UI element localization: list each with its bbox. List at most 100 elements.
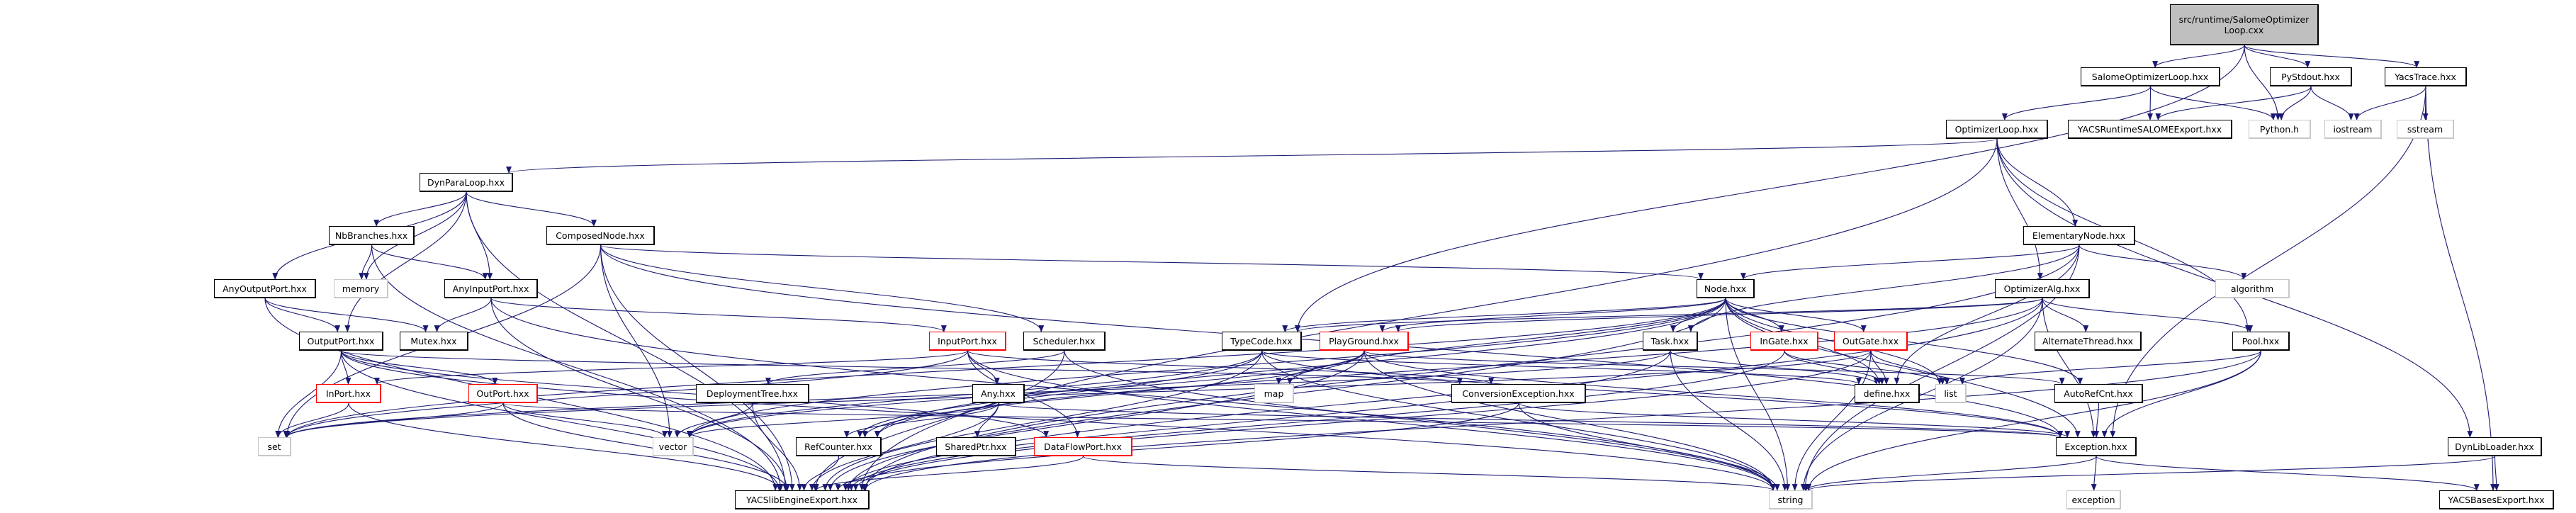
graph-node-outgate-hxx[interactable]: OutGate.hxx <box>1834 332 1908 351</box>
edge-any-hxx-to-refcounter-hxx <box>843 402 999 438</box>
edge-node-hxx-to-typecode-hxx <box>1282 298 1726 332</box>
edge-dynlibloader-hxx-to-yacsbasesexport-hxx <box>2493 456 2499 491</box>
graph-node-optimizerloop-hxx[interactable]: OptimizerLoop.hxx <box>1946 120 2048 139</box>
graph-node-conversionexception-hxx[interactable]: ConversionException.hxx <box>1451 384 1586 403</box>
edge-salomeoptimizerloop-hxx-to-python-h <box>2149 86 2276 120</box>
edge-optimizeralg-hxx-to-exception-hxx <box>2042 298 2097 438</box>
graph-node-yacslibengineexport-hxx[interactable]: YACSlibEngineExport.hxx <box>735 490 870 509</box>
edge-outgate-hxx-to-list <box>1870 350 1950 385</box>
graph-node-pool-hxx[interactable]: Pool.hxx <box>2232 332 2290 351</box>
edge-node-hxx-to-list <box>1725 298 1943 385</box>
node-label: DeploymentTree.hxx <box>706 388 799 399</box>
graph-node-anyinputport-hxx[interactable]: AnyInputPort.hxx <box>444 279 538 298</box>
edge-inputport-hxx-to-string <box>967 350 1776 491</box>
graph-node-any-hxx[interactable]: Any.hxx <box>972 384 1025 403</box>
graph-node-list: list <box>1935 384 1967 403</box>
graph-node-python-h: Python.h <box>2249 120 2311 139</box>
graph-node-yacsbasesexport-hxx[interactable]: YACSBasesExport.hxx <box>2439 490 2554 509</box>
graph-node-define-hxx[interactable]: define.hxx <box>1855 384 1920 403</box>
graph-node-dynlibloader-hxx[interactable]: DynLibLoader.hxx <box>2448 437 2542 456</box>
graph-node-task-hxx[interactable]: Task.hxx <box>1643 332 1698 351</box>
edge-inputport-hxx-to-conversionexception-hxx <box>967 350 1494 385</box>
edge-root-to-python-h <box>2244 45 2281 120</box>
graph-node-exception-hxx[interactable]: Exception.hxx <box>2056 437 2137 456</box>
graph-node-vector: vector <box>653 437 694 456</box>
graph-node-typecode-hxx[interactable]: TypeCode.hxx <box>1222 332 1302 351</box>
edge-optimizerloop-hxx-to-elementarynode-hxx <box>1996 138 2079 227</box>
edge-composednode-hxx-to-vector <box>600 244 673 438</box>
node-label: InGate.hxx <box>1760 335 1809 346</box>
graph-node-inport-hxx[interactable]: InPort.hxx <box>316 384 381 403</box>
edge-node-hxx-to-exception-hxx <box>1725 298 2081 438</box>
graph-node-ingate-hxx[interactable]: InGate.hxx <box>1750 332 1818 351</box>
node-label: InPort.hxx <box>325 388 371 399</box>
graph-node-playground-hxx[interactable]: PlayGround.hxx <box>1320 332 1409 351</box>
edge-salomeoptimizerloop-hxx-to-optimizerloop-hxx <box>2001 86 2152 120</box>
graph-node-nbbranches-hxx[interactable]: NbBranches.hxx <box>329 226 415 245</box>
edge-composednode-hxx-to-scheduler-hxx <box>600 244 1045 332</box>
graph-node-sharedptr-hxx[interactable]: SharedPtr.hxx <box>936 437 1016 456</box>
edge-elementarynode-hxx-to-define-hxx <box>1894 244 2080 385</box>
node-label: YacsTrace.hxx <box>2395 71 2456 82</box>
edge-task-hxx-to-define-hxx <box>1670 350 1879 385</box>
node-label: list <box>1944 388 1957 399</box>
graph-node-sstream: sstream <box>2397 120 2454 139</box>
edge-inport-hxx-to-yacslibengineexport-hxx <box>348 402 782 491</box>
node-label: exception <box>2071 494 2115 505</box>
graph-node-composednode-hxx[interactable]: ComposedNode.hxx <box>546 226 655 245</box>
edge-outgate-hxx-to-yacslibengineexport-hxx <box>853 350 1872 491</box>
node-label: Pool.hxx <box>2242 335 2280 346</box>
node-label: SharedPtr.hxx <box>945 441 1007 452</box>
node-label: Any.hxx <box>981 388 1016 399</box>
graph-node-anyoutputport-hxx[interactable]: AnyOutputPort.hxx <box>214 279 316 298</box>
edge-optimizerloop-hxx-to-dynparaloop-hxx <box>506 138 1998 174</box>
graph-node-node-hxx[interactable]: Node.hxx <box>1697 279 1755 298</box>
edge-dataflowport-hxx-to-yacslibengineexport-hxx <box>814 456 1084 491</box>
graph-node-alternatethread-hxx[interactable]: AlternateThread.hxx <box>2035 332 2142 351</box>
edge-pool-hxx-to-string <box>1806 350 2262 491</box>
graph-node-inputport-hxx[interactable]: InputPort.hxx <box>929 332 1006 351</box>
edge-deploymenttree-hxx-to-yacslibengineexport-hxx <box>752 402 803 491</box>
graph-node-outputport-hxx[interactable]: OutputPort.hxx <box>299 332 383 351</box>
edge-inputport-hxx-to-any-hxx <box>967 350 1000 385</box>
node-label: Exception.hxx <box>2064 441 2127 452</box>
node-label: InputPort.hxx <box>938 335 997 346</box>
node-label: YACSlibEngineExport.hxx <box>746 494 857 505</box>
graph-node-autorefcnt-hxx[interactable]: AutoRefCnt.hxx <box>2054 384 2143 403</box>
node-label: NbBranches.hxx <box>334 230 408 241</box>
graph-node-yacsruntimesalomeexport-hxx[interactable]: YACSRuntimeSALOMEExport.hxx <box>2068 120 2232 139</box>
edge-dynlibloader-hxx-to-string <box>1806 456 2496 491</box>
edge-inputport-hxx-to-set <box>284 350 969 438</box>
graph-node-deploymenttree-hxx[interactable]: DeploymentTree.hxx <box>696 384 809 403</box>
edge-optimizerloop-hxx-to-yacslibengineexport-hxx <box>859 138 1998 491</box>
edge-pystdout-hxx-to-python-h <box>2278 86 2312 120</box>
edge-dynparaloop-hxx-to-memory <box>363 191 467 280</box>
graph-node-mutex-hxx[interactable]: Mutex.hxx <box>400 332 468 351</box>
edge-outputport-hxx-to-outport-hxx <box>340 350 498 385</box>
graph-node-dynparaloop-hxx[interactable]: DynParaLoop.hxx <box>420 173 513 192</box>
graph-node-salomeoptimizerloop-hxx[interactable]: SalomeOptimizerLoop.hxx <box>2081 67 2220 86</box>
graph-node-outport-hxx[interactable]: OutPort.hxx <box>468 384 538 403</box>
edge-outgate-hxx-to-set <box>284 350 1872 438</box>
graph-node-refcounter-hxx[interactable]: RefCounter.hxx <box>796 437 882 456</box>
edge-elementarynode-hxx-to-algorithm <box>2079 244 2247 280</box>
graph-node-scheduler-hxx[interactable]: Scheduler.hxx <box>1023 332 1106 351</box>
node-label: DynLibLoader.hxx <box>2455 441 2534 452</box>
graph-node-optimizeralg-hxx[interactable]: OptimizerAlg.hxx <box>1995 279 2090 298</box>
edge-anyoutputport-hxx-to-mutex-hxx <box>264 298 429 332</box>
edge-dynparaloop-hxx-to-outputport-hxx <box>344 191 467 332</box>
graph-node-elementarynode-hxx[interactable]: ElementaryNode.hxx <box>2023 226 2135 245</box>
edge-ingate-hxx-to-list <box>1784 350 1946 385</box>
graph-node-dataflowport-hxx[interactable]: DataFlowPort.hxx <box>1034 437 1132 456</box>
edge-scheduler-hxx-to-string <box>1064 350 1776 491</box>
graph-node-algorithm: algorithm <box>2215 279 2290 298</box>
edge-node-hxx-to-set <box>284 298 1726 438</box>
node-label: set <box>267 441 281 452</box>
node-label: Task.hxx <box>1650 335 1689 346</box>
graph-node-pystdout-hxx[interactable]: PyStdout.hxx <box>2270 67 2352 86</box>
edge-playground-hxx-to-autorefcnt-hxx <box>1363 350 2065 385</box>
edge-node-hxx-to-vector <box>687 298 1726 438</box>
node-label: Scheduler.hxx <box>1033 335 1096 346</box>
graph-node-yacstrace-hxx[interactable]: YacsTrace.hxx <box>2385 67 2467 86</box>
edge-anyinputport-hxx-to-inputport-hxx <box>490 298 947 332</box>
